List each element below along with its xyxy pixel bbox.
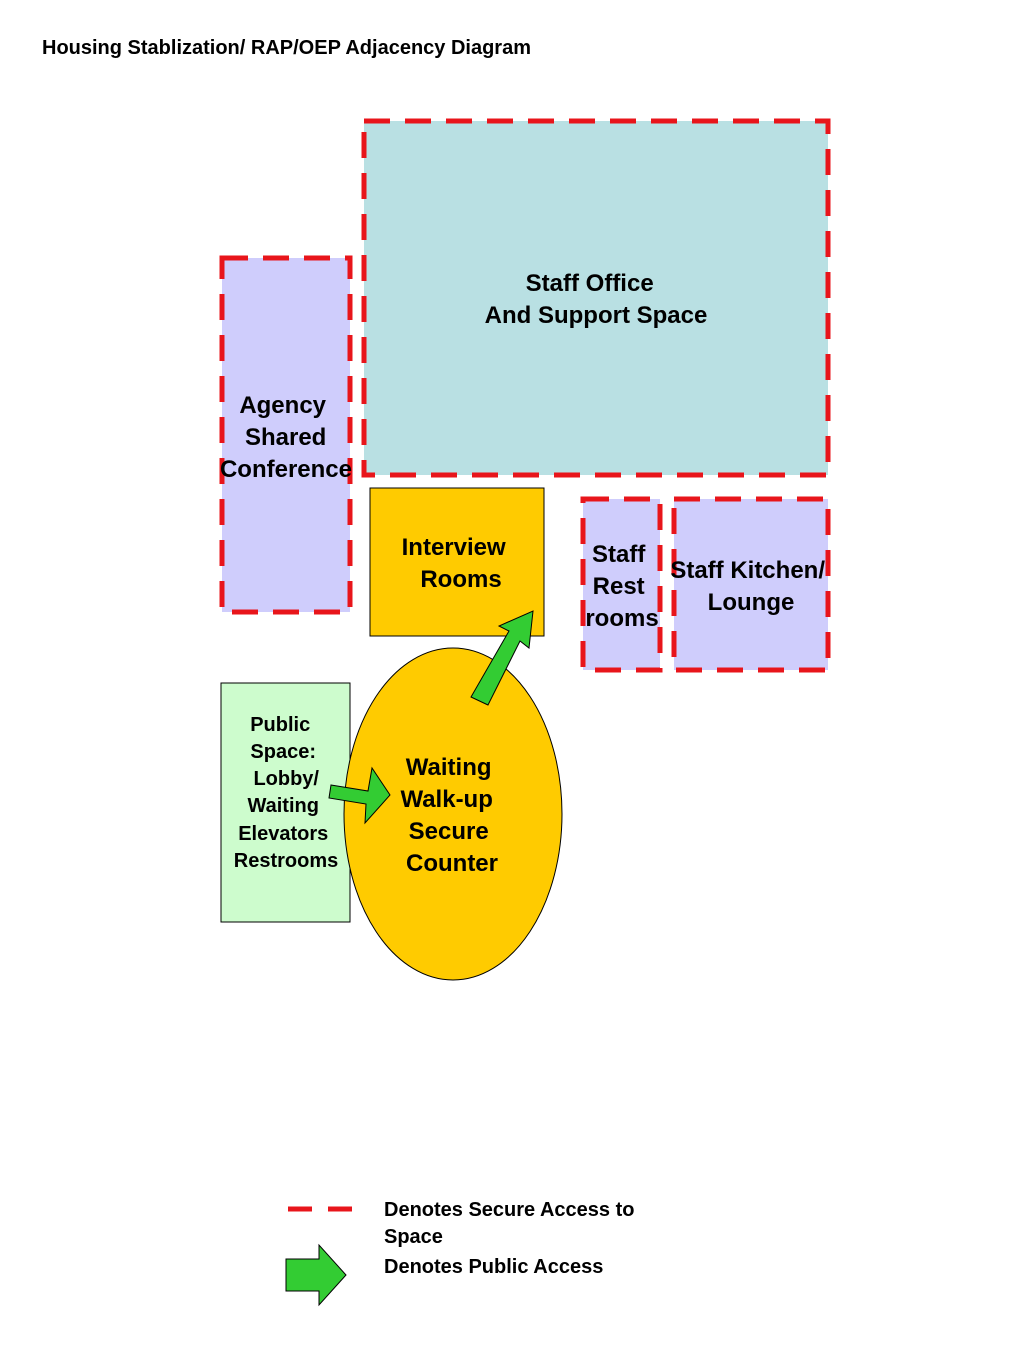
staff-restrooms-label-line2: Rest xyxy=(593,573,645,600)
waiting-counter-label-line3: Secure xyxy=(409,818,489,845)
interview-rooms-space: Interview Rooms xyxy=(369,487,545,637)
public-space-label-line1: Public xyxy=(250,714,310,736)
waiting-counter-label-line1: Waiting xyxy=(406,754,492,781)
svg-text:Denotes Secure Access to: Denotes Secure Access to Space xyxy=(384,1199,640,1248)
svg-text:Waiting Walk-up Secure: Waiting Walk-up Secure Counter xyxy=(400,754,499,877)
staff-restrooms-label-line1: Staff xyxy=(592,541,646,568)
staff-office-box xyxy=(361,118,831,478)
agency-conference-label-line3: Conference xyxy=(220,456,352,483)
legend-public-arrow-icon xyxy=(285,1243,347,1307)
agency-conference-box xyxy=(219,255,353,615)
public-space-box xyxy=(220,682,351,923)
staff-office-label-line1: Staff Office xyxy=(526,270,654,297)
staff-kitchen-box xyxy=(671,496,831,673)
interview-rooms-label-line1: Interview xyxy=(402,534,506,561)
public-space-label-line5: Elevators xyxy=(238,823,328,845)
staff-office-label-line2: And Support Space xyxy=(485,302,708,329)
diagram-title: Housing Stablization/ RAP/OEP Adjacency … xyxy=(42,37,531,59)
agency-conference-label-line1: Agency xyxy=(239,392,326,419)
legend-secure-label-line2: Space xyxy=(384,1226,443,1248)
waiting-counter-label-line2: Walk-up xyxy=(400,786,492,813)
svg-text:Staff Rest rooms: Staff Rest rooms xyxy=(585,541,658,632)
staff-kitchen-label-line2: Lounge xyxy=(708,589,795,616)
staff-restrooms-space: Staff Rest rooms xyxy=(580,496,663,673)
public-access-arrow-lobby xyxy=(328,766,391,825)
public-space-label-line2: Space: xyxy=(250,741,316,763)
public-space-label-line6: Restrooms xyxy=(234,850,338,872)
svg-text:Agency Shared Conf: Agency Shared Conference xyxy=(220,392,352,483)
agency-conference-label-line2: Shared xyxy=(245,424,326,451)
interview-rooms-label-line2: Rooms xyxy=(420,566,501,593)
svg-text:Staff Kitchen/ Lounge: Staff Kitchen/ Lounge xyxy=(670,557,831,616)
staff-kitchen-lounge-space: Staff Kitchen/ Lounge xyxy=(670,496,831,673)
public-access-arrow-interview xyxy=(470,610,534,706)
agency-shared-conference-space: Agency Shared Conference xyxy=(219,255,353,615)
staff-restrooms-box xyxy=(580,496,663,673)
public-space-label-line4: Waiting xyxy=(247,795,318,817)
interview-rooms-box xyxy=(369,487,545,637)
svg-text:Interview Rooms: Interview Rooms xyxy=(402,534,513,593)
public-space-label-line3: Lobby/ xyxy=(253,768,319,790)
svg-text:Public Space: Lobb: Public Space: Lobby/ Waiting Elevators R… xyxy=(234,714,338,872)
legend-public-label: Denotes Public Access xyxy=(384,1256,603,1278)
legend-secure-label-line1: Denotes Secure Access to xyxy=(384,1199,634,1221)
waiting-counter-ellipse xyxy=(343,647,563,981)
waiting-counter-label-line4: Counter xyxy=(406,850,498,877)
svg-text:Staff Office And Support: Staff Office And Support Space xyxy=(485,270,708,329)
staff-office-space: Staff Office And Support Space xyxy=(361,118,831,478)
staff-kitchen-label-line1: Staff Kitchen/ xyxy=(670,557,825,584)
staff-restrooms-label-line3: rooms xyxy=(585,605,658,632)
waiting-counter-space xyxy=(343,647,563,981)
public-space: Public Space: Lobby/ Waiting Elevators R… xyxy=(220,682,351,923)
legend: Denotes Secure Access to Space Denotes P… xyxy=(285,1199,640,1307)
